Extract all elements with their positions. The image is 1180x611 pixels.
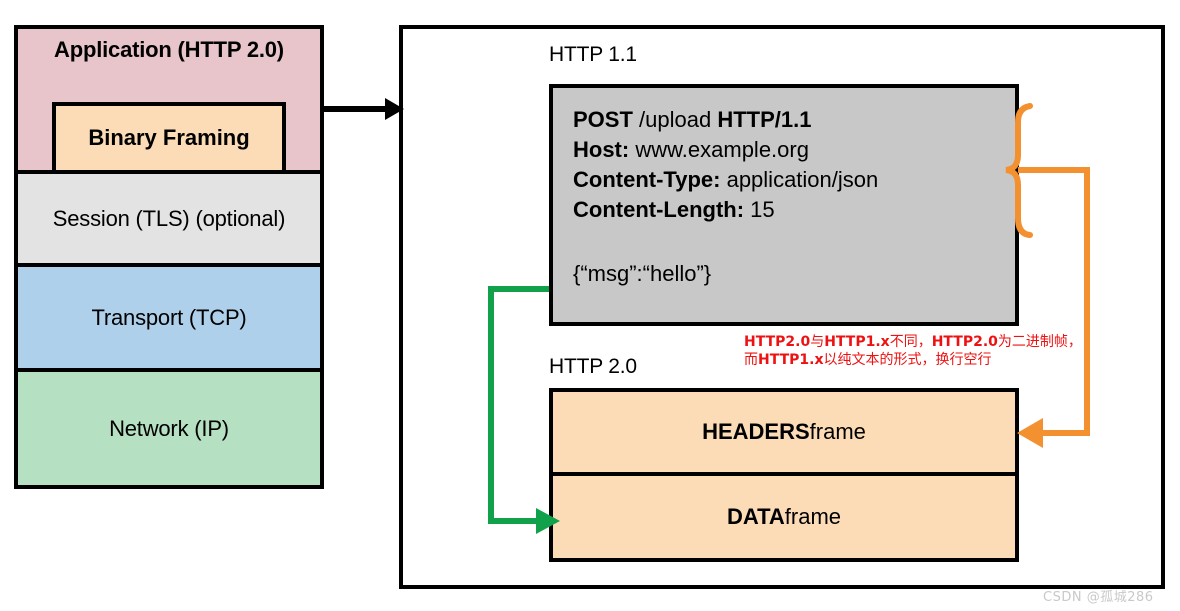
http11-path: /upload	[632, 107, 718, 132]
http11-version: HTTP/1.1	[717, 107, 812, 132]
http11-message-box: POST /upload HTTP/1.1 Host: www.example.…	[549, 84, 1019, 326]
stack-layer-application: Application (HTTP 2.0) Binary Framing	[18, 29, 320, 174]
annotation-note: HTTP2.0与HTTP1.x不同，HTTP2.0为二进制帧， 而HTTP1.x…	[744, 333, 1144, 369]
annotation-l1-a: HTTP2.0	[744, 334, 811, 350]
stack-layer-session-label: Session (TLS) (optional)	[52, 205, 286, 231]
http11-header-content-type-name: Content-Type:	[573, 167, 721, 192]
annotation-line-2: 而HTTP1.x以纯文本的形式，换行空行	[744, 351, 1144, 369]
http20-caption: HTTP 2.0	[549, 355, 637, 378]
annotation-l2-a: 而	[744, 352, 758, 368]
headers-frame-label: frame	[809, 419, 866, 444]
http11-request-line: POST /upload HTTP/1.1	[573, 105, 1015, 135]
http11-method: POST	[573, 107, 633, 132]
http11-header-content-length: Content-Length: 15	[573, 195, 1015, 225]
annotation-l1-e: HTTP2.0	[931, 334, 998, 350]
stack-layer-transport: Transport (TCP)	[18, 267, 320, 372]
http11-header-host: Host: www.example.org	[573, 135, 1015, 165]
annotation-l1-c: HTTP1.x	[824, 334, 890, 350]
annotation-l1-f: 为二进制帧，	[997, 334, 1082, 350]
watermark: CSDN @孤城286	[1043, 590, 1154, 605]
http11-header-content-length-value: 15	[744, 197, 775, 222]
stack-layer-network-label: Network (IP)	[109, 415, 229, 441]
http11-body: {“msg”:“hello”}	[573, 261, 712, 286]
http20-frames-box: HEADERS frame DATA frame	[549, 388, 1019, 562]
data-frame: DATA frame	[553, 476, 1015, 558]
protocol-stack: Application (HTTP 2.0) Binary Framing Se…	[14, 25, 324, 489]
binary-framing-label: Binary Framing	[88, 125, 250, 150]
headers-frame: HEADERS frame	[553, 392, 1015, 476]
annotation-l2-b: HTTP1.x	[758, 352, 824, 368]
stack-layer-application-label: Application (HTTP 2.0)	[54, 37, 284, 62]
annotation-line-1: HTTP2.0与HTTP1.x不同，HTTP2.0为二进制帧，	[744, 333, 1144, 351]
http-comparison-panel	[399, 25, 1165, 589]
http11-header-content-length-name: Content-Length:	[573, 197, 745, 222]
http11-header-host-name: Host:	[573, 137, 630, 162]
annotation-l1-d: 不同，	[889, 334, 932, 350]
stack-layer-transport-label: Transport (TCP)	[91, 304, 247, 330]
annotation-l2-c: 以纯文本的形式，换行空行	[823, 352, 992, 368]
stack-layer-network: Network (IP)	[18, 372, 320, 485]
stack-layer-session: Session (TLS) (optional)	[18, 174, 320, 267]
http11-header-content-type-value: application/json	[720, 167, 879, 192]
headers-frame-keyword: HEADERS	[702, 419, 810, 444]
data-frame-label: frame	[784, 504, 842, 529]
http11-header-host-value: www.example.org	[629, 137, 809, 162]
http11-caption: HTTP 1.1	[549, 43, 637, 66]
stack-to-panel-arrow-icon	[324, 98, 404, 120]
data-frame-keyword: DATA	[726, 504, 785, 529]
annotation-l1-b: 与	[810, 334, 825, 350]
http11-header-content-type: Content-Type: application/json	[573, 165, 1015, 195]
binary-framing-box: Binary Framing	[52, 102, 286, 170]
